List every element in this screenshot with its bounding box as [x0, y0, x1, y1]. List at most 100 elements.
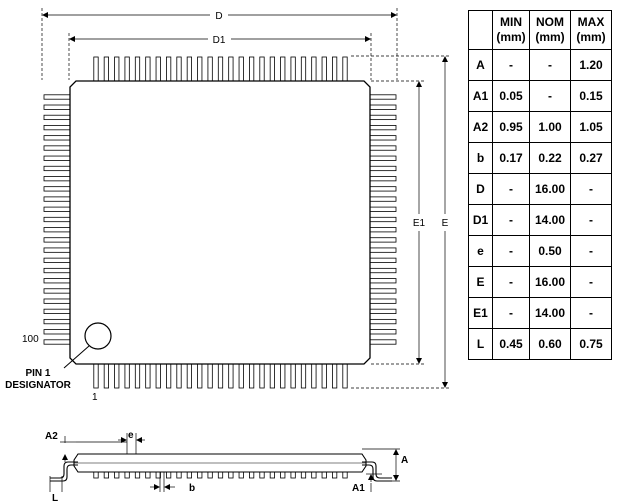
dimension-e: e: [118, 430, 145, 454]
table-value-cell: -: [570, 297, 612, 329]
pin-lead: [369, 216, 397, 223]
table-value-cell: -: [570, 173, 612, 205]
package-body: [69, 80, 371, 365]
pin-lead: [176, 56, 182, 82]
table-value-cell: -: [570, 235, 612, 267]
table-symbol-cell: D1: [468, 204, 493, 236]
pin-lead: [197, 56, 203, 82]
pin-lead: [259, 56, 265, 82]
dimension-L: L: [49, 476, 63, 504]
table-symbol-cell: E: [468, 266, 493, 298]
pin-lead: [332, 56, 338, 82]
table-value-cell: 1.05: [570, 111, 612, 143]
pin-lead: [342, 363, 348, 389]
pin-lead: [114, 363, 120, 389]
pin-lead: [166, 363, 172, 389]
pins-top-row: [93, 56, 348, 82]
side-view-lead-left: [50, 461, 78, 479]
pin-lead: [369, 125, 397, 131]
pin1-designator-leader: [63, 345, 90, 369]
pin-lead: [43, 216, 71, 223]
pin-lead: [369, 288, 397, 294]
table-value-cell: 16.00: [529, 173, 571, 205]
pin-lead: [134, 56, 141, 82]
label-pin-1: 1: [92, 392, 98, 403]
table-symbol-cell: A: [468, 49, 493, 81]
side-view-lead-right: [362, 461, 392, 479]
table-value-cell: -: [570, 266, 612, 298]
pin-lead: [369, 257, 397, 263]
label-A2: A2: [45, 431, 58, 442]
header-cell-blank: [468, 10, 493, 50]
pin-lead: [43, 145, 71, 151]
pin-lead: [369, 227, 397, 233]
table-value-cell: 0.95: [492, 111, 530, 143]
pin-lead: [43, 165, 71, 172]
pins-right-column: [369, 94, 397, 345]
pin-lead: [176, 363, 182, 389]
pin-lead: [43, 267, 71, 274]
pin-lead: [43, 125, 71, 131]
pin-lead: [93, 363, 99, 389]
table-value-cell: 14.00: [529, 204, 571, 236]
table-symbol-cell: b: [468, 142, 493, 174]
pin-lead: [93, 56, 99, 82]
pin-lead: [369, 165, 397, 172]
pin-lead: [43, 278, 71, 284]
pin-lead: [321, 56, 327, 82]
table-symbol-cell: A2: [468, 111, 493, 143]
table-value-cell: 0.22: [529, 142, 571, 174]
header-cell-nom: NOM (mm): [529, 10, 571, 50]
table-value-cell: 0.75: [570, 328, 612, 360]
pin-lead: [155, 56, 161, 82]
pin-lead: [311, 56, 317, 82]
pin-lead: [207, 56, 213, 82]
table-value-cell: -: [492, 235, 530, 267]
pin-lead: [103, 363, 109, 389]
label-L: L: [52, 493, 58, 504]
table-row: E1-14.00-: [468, 297, 612, 329]
pin-lead: [217, 363, 224, 389]
table-value-cell: 1.20: [570, 49, 612, 81]
dimension-E: E: [351, 55, 450, 389]
pin-lead: [43, 237, 71, 243]
package-side-view: [50, 441, 392, 482]
pin-lead: [369, 329, 397, 335]
pin-lead: [369, 104, 397, 110]
table-value-cell: 16.00: [529, 266, 571, 298]
pin-lead: [145, 363, 151, 389]
table-row: D-16.00-: [468, 173, 612, 205]
pin-lead: [290, 363, 296, 389]
pin-lead: [369, 308, 397, 314]
pin-lead: [228, 56, 234, 82]
pin-lead: [145, 56, 151, 82]
pin-lead: [321, 363, 327, 389]
pin-lead: [43, 94, 71, 100]
pin-lead: [43, 247, 71, 253]
pin1-designator-text-line1: PIN 1: [25, 368, 50, 379]
dimension-A1: A1: [352, 473, 382, 494]
pin-lead: [369, 135, 397, 141]
pin-lead: [186, 56, 192, 82]
pin-lead: [166, 56, 172, 82]
pin-lead: [369, 186, 397, 192]
header-nom-unit: (mm): [535, 30, 565, 44]
table-row: D1-14.00-: [468, 204, 612, 236]
pin-lead: [369, 267, 397, 274]
pin-lead: [207, 363, 213, 389]
pin-lead: [300, 363, 307, 389]
table-value-cell: 0.05: [492, 80, 530, 112]
table-header-row: MIN (mm) NOM (mm) MAX (mm): [468, 10, 612, 50]
pin-lead: [369, 278, 397, 284]
header-min-unit: (mm): [496, 30, 526, 44]
pin-lead: [43, 339, 71, 345]
pin-lead: [43, 114, 71, 121]
table-row: E-16.00-: [468, 266, 612, 298]
pin-lead: [269, 56, 275, 82]
pin-lead: [249, 363, 255, 389]
table-value-cell: 0.15: [570, 80, 612, 112]
table-row: A--1.20: [468, 49, 612, 81]
